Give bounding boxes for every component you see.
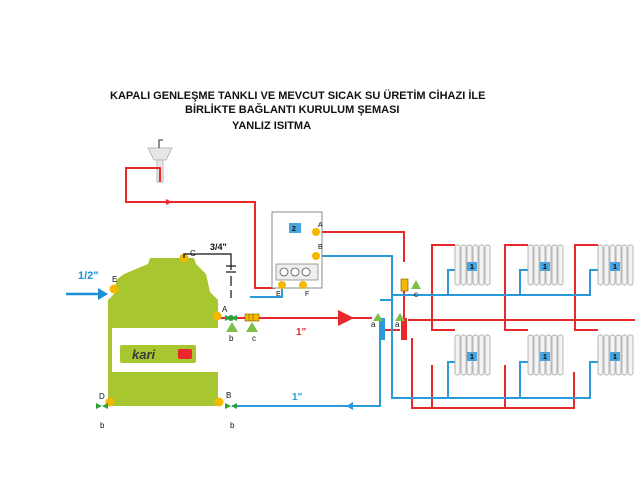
radiator: 1 (527, 334, 564, 376)
filter-c-right (400, 278, 421, 292)
diagram-title-line-1: KAPALI GENLEŞME TANKLI VE MEVCUT SICAK S… (110, 90, 486, 102)
radiator-badge: 1 (470, 354, 474, 361)
combi-port-e (278, 281, 286, 289)
valve-supply-b (225, 315, 238, 332)
cold-water-inlet-arrow (66, 288, 108, 300)
valve-b-label-3: b (100, 421, 105, 430)
combi-heater: 2 (271, 211, 323, 289)
radiator: 1 (597, 244, 634, 286)
valve-b-label-1: b (229, 334, 234, 343)
supply-pipes (125, 167, 635, 409)
radiator-badge: 1 (470, 264, 474, 271)
radiator: 1 (527, 244, 564, 286)
radiator-badge: 1 (613, 264, 617, 271)
combi-port-f (299, 281, 307, 289)
combi-port-labels: A B E F (276, 222, 323, 298)
combi-ports (278, 228, 320, 289)
radiator: 1 (454, 334, 491, 376)
radiator: 1 (597, 334, 634, 376)
radiator: 1 (454, 244, 491, 286)
diagram-title-line-3: YANLIZ ISITMA (232, 120, 312, 132)
radiator-badge: 1 (543, 264, 547, 271)
return-size-label: 1" (292, 392, 303, 403)
return-pipes (232, 255, 598, 407)
radiators: 1 1 1 1 1 1 (454, 244, 634, 376)
supply-size-label: 1" (296, 327, 307, 338)
combi-badge: 2 (292, 226, 296, 233)
hot-water-line (125, 167, 275, 289)
vent-size-label: 3/4" (210, 242, 227, 252)
filter-c-label-2: c (414, 290, 418, 299)
radiator-badge: 1 (613, 354, 617, 361)
port-e (109, 284, 119, 294)
combi-port-a (312, 228, 320, 236)
combi-port-b-label: B (318, 244, 323, 251)
port-e-label: E (112, 275, 117, 284)
combi-port-f-label: F (305, 291, 309, 298)
valve-return-b (225, 403, 237, 409)
combi-port-a-label: A (318, 222, 323, 229)
filter-c (244, 313, 260, 332)
port-d-label: D (99, 392, 105, 401)
brand-logo-mark (178, 349, 192, 359)
brand-logo: kari (132, 347, 156, 362)
collectors (373, 313, 407, 340)
port-a (212, 311, 222, 321)
port-b (214, 397, 224, 407)
collector-a-label-2: a (395, 320, 400, 329)
valve-drain-b (96, 403, 108, 409)
main-return-line (232, 330, 381, 407)
diagram-title-line-2: BİRLİKTE BAĞLANTI KURULUM ŞEMASI (185, 104, 400, 116)
filter-c-label-1: c (252, 334, 256, 343)
vent-pipe (183, 253, 236, 298)
inlet-size-label: 1/2" (78, 270, 99, 282)
valve-b-label-2: b (230, 421, 235, 430)
port-a-label: A (222, 305, 228, 314)
combi-badge-bg (289, 223, 301, 233)
port-b-label: B (226, 391, 231, 400)
combi-port-e-label: E (276, 291, 281, 298)
collector-a-label-1: a (371, 320, 376, 329)
radiator-badge: 1 (543, 354, 547, 361)
combi-port-b (312, 252, 320, 260)
boiler: kari (108, 258, 218, 406)
